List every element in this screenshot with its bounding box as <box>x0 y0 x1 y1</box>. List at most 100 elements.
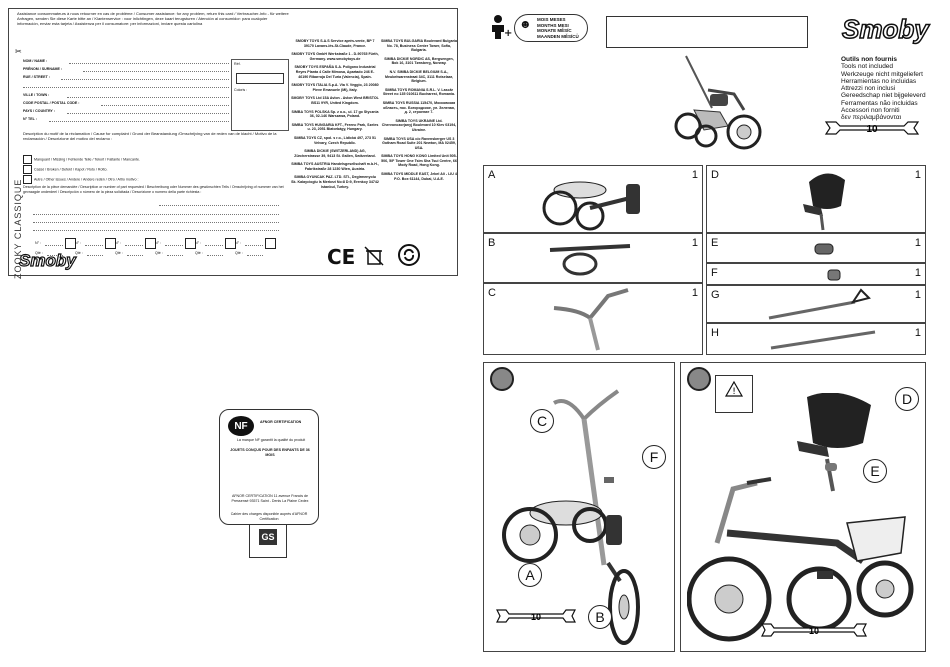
part-number-input[interactable] <box>45 245 63 246</box>
part-panel-d: D 1 <box>706 165 926 233</box>
field-surname-input[interactable] <box>83 71 229 72</box>
quantity-input[interactable] <box>247 255 263 256</box>
field-name-input[interactable] <box>69 63 229 64</box>
address-entry: SIMBA TOYS POLSKA Sp. z o.o., ul. 17 go … <box>291 109 379 119</box>
field-postal-input[interactable] <box>101 105 229 106</box>
part-c-label: C <box>488 287 496 299</box>
part-e-label: E <box>711 237 719 249</box>
address-entry: SMOBY TOYS S.A.S Service après-vente, BP… <box>295 39 375 48</box>
detail-line-3[interactable] <box>33 222 279 223</box>
recycle-icon <box>398 244 420 266</box>
ref-input[interactable] <box>236 73 284 84</box>
part-a-label: A <box>488 169 496 181</box>
detail-line-4[interactable] <box>33 230 279 231</box>
address-entry: SMOBY TOYS Ltd 15A Avlon - Avlon West BR… <box>291 96 379 105</box>
part-number-input[interactable] <box>205 245 223 246</box>
quantity-label: Qté : <box>35 251 43 255</box>
address-entry: SIMBA OYUNCAK PAZ. LTD. STI., Degirmenyo… <box>291 175 379 189</box>
tricycle-overview-image <box>674 55 762 150</box>
tools-notice-line: Tools not included <box>841 63 894 71</box>
address-entry: SIMBA DICKIE NORDIC AS, Bergsengen, Bok … <box>384 56 454 66</box>
nf-certification-box: NF AFNOR CERTIFICATION La marque NF gara… <box>219 409 319 525</box>
smoby-logo-card: Smoby <box>18 250 76 270</box>
field-street-input-2[interactable] <box>23 87 229 88</box>
field-country-label: PAYS / COUNTRY : <box>23 109 55 113</box>
other-checkbox[interactable] <box>23 175 32 184</box>
part-panel-e: E 1 <box>706 233 926 263</box>
part-panel-b: B 1 <box>483 233 703 283</box>
quantity-input[interactable] <box>207 255 223 256</box>
part-description: Description de la pièce demandée / Descr… <box>23 185 284 194</box>
step-1-callout-f: F <box>642 445 666 469</box>
part-number-box[interactable] <box>145 238 156 249</box>
quantity-label: Qté : <box>155 251 163 255</box>
quantity-input[interactable] <box>47 255 63 256</box>
nf-text-3: AFNOR CERTIFICATION 11 avenue Francis de… <box>231 494 309 503</box>
part-panel-g: G 1 <box>706 285 926 323</box>
ref-label: Réf. <box>234 62 241 66</box>
part-g-qty: 1 <box>914 289 921 301</box>
quantity-input[interactable] <box>167 255 183 256</box>
part-number-input[interactable] <box>125 245 143 246</box>
detail-line-1[interactable] <box>159 205 279 206</box>
quantity-input[interactable] <box>127 255 143 256</box>
address-column-1: SMOBY TOYS S.A.S Service après-vente, BP… <box>291 39 379 193</box>
option-other[interactable]: Autre / Other issues / Andere / Andere r… <box>23 175 283 184</box>
part-number-box[interactable] <box>225 238 236 249</box>
option-broken[interactable]: Cassé / Broken / Defekt / Kapot / Roto /… <box>23 165 283 174</box>
part-number-box[interactable] <box>105 238 116 249</box>
gs-mark: GS <box>249 524 287 558</box>
address-entry: N.V. SIMBA DICKIE BELGIUM S.A., Meubelwa… <box>385 69 453 84</box>
quantity-label: Qté : <box>195 251 203 255</box>
nf-text-2: JOUETS CONÇUS POUR DES ENFANTS DE 36 MOI… <box>230 448 310 457</box>
field-name-label: NOM / NAME : <box>23 59 48 63</box>
part-number-label: N° : <box>35 241 42 245</box>
part-f-qty: 1 <box>914 267 921 279</box>
part-number-box[interactable] <box>185 238 196 249</box>
quantity-label: Qté : <box>115 251 123 255</box>
quantity-input[interactable] <box>87 255 103 256</box>
svg-text:10: 10 <box>809 626 819 636</box>
age-icon: ☻ <box>519 17 532 31</box>
field-tel-label: N° TEL : <box>23 117 37 121</box>
address-entry: SMOBY TOYS ITALIA S.p.A. Via V. Veggio, … <box>291 83 379 92</box>
part-number-input[interactable] <box>85 245 103 246</box>
address-entry: SIMBA TOYS BULGARIA Boulevard Bulgaria N… <box>381 39 457 53</box>
address-entry: SIMBA TOYS HUNGARIA KFT., Ferenc Park, S… <box>291 122 379 132</box>
gs-logo: GS <box>259 529 277 545</box>
part-b-qty: 1 <box>691 237 698 249</box>
part-number-box[interactable] <box>265 238 276 249</box>
card-header: Assistance consommateurs à nous retourne… <box>17 11 289 26</box>
address-entry: SMOBY TOYS GmbH Werkstraße 1 - D-90765 F… <box>291 52 379 61</box>
field-country-input[interactable] <box>67 113 229 114</box>
part-a-qty: 1 <box>691 169 698 181</box>
part-number-label: N° : <box>155 241 162 245</box>
part-number-input[interactable] <box>165 245 183 246</box>
assembly-step-2: ! D E 10 <box>680 362 926 652</box>
field-street-input[interactable] <box>61 79 229 80</box>
smoby-logo: Smoby <box>841 13 929 45</box>
ce-mark-icon: CE <box>327 245 356 269</box>
wrench-icon-step-2: 10 <box>761 623 867 637</box>
field-tel-input[interactable] <box>49 121 229 122</box>
missing-checkbox[interactable] <box>23 155 32 164</box>
field-town-input[interactable] <box>67 97 229 98</box>
broken-checkbox[interactable] <box>23 165 32 174</box>
product-info-box <box>606 16 808 48</box>
part-panel-f: F 1 <box>706 263 926 285</box>
wrench-icon-step-1: 10 <box>496 609 576 623</box>
part-number-input[interactable] <box>245 245 263 246</box>
address-entry: SIMBA TOYS ROMANIA S.R.L. V. Lascăr Stre… <box>382 87 456 97</box>
quantity-label: Qté : <box>235 251 243 255</box>
detail-line-2[interactable] <box>33 214 279 215</box>
part-number-box[interactable] <box>65 238 76 249</box>
part-f-label: F <box>711 267 718 279</box>
child-plus-icon: + <box>492 15 512 39</box>
complaint-description: Description du motif de la réclamation /… <box>23 131 277 141</box>
option-missing[interactable]: Manquant / Missing / Fehlende Teile / Te… <box>23 155 283 164</box>
warning-box: ! <box>715 375 753 413</box>
assembly-step-1: C F A B 10 <box>483 362 675 652</box>
part-panel-a: A 1 <box>483 165 703 233</box>
